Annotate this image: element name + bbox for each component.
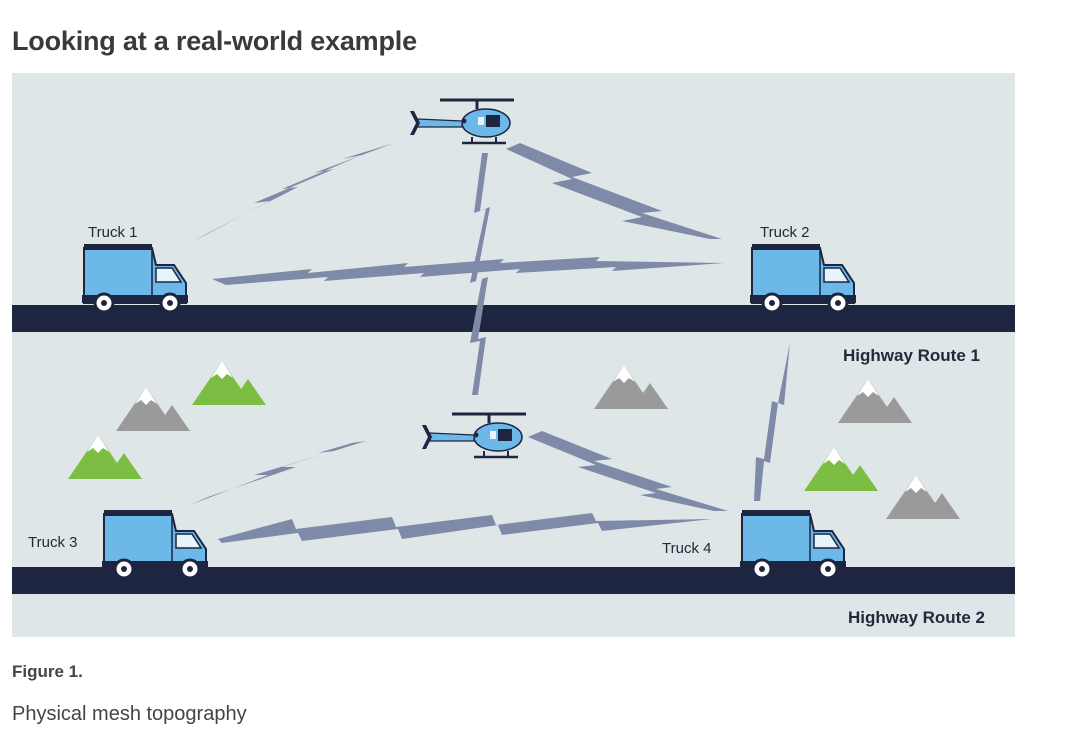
link-truck3-heli2 — [190, 429, 400, 505]
mesh-topology-diagram: Truck 1 Truck 2 Truck 3 Truck 4 Highway … — [12, 73, 1015, 637]
truck-3-label: Truck 3 — [28, 534, 77, 551]
figure-number: Figure 1. — [12, 662, 83, 681]
highway-route-1-road — [12, 305, 1015, 332]
link-heli1-truck2 — [506, 143, 722, 239]
link-truck1-truck2 — [212, 257, 724, 285]
truck-1-label: Truck 1 — [88, 224, 137, 241]
wireless-links — [190, 143, 790, 543]
highway-route-2-label: Highway Route 2 — [848, 608, 985, 627]
link-truck4-up — [754, 343, 790, 501]
link-heli1-heli2 — [470, 153, 490, 395]
truck-2-label: Truck 2 — [760, 224, 809, 241]
highway-route-1-label: Highway Route 1 — [843, 346, 980, 365]
link-heli2-truck4 — [528, 431, 728, 511]
highway-route-2-road — [12, 567, 1015, 594]
figure-caption: Physical mesh topography — [12, 703, 247, 725]
truck-4-label: Truck 4 — [662, 540, 711, 557]
page-title: Looking at a real-world example — [12, 26, 417, 56]
link-truck3-truck4 — [218, 513, 712, 543]
